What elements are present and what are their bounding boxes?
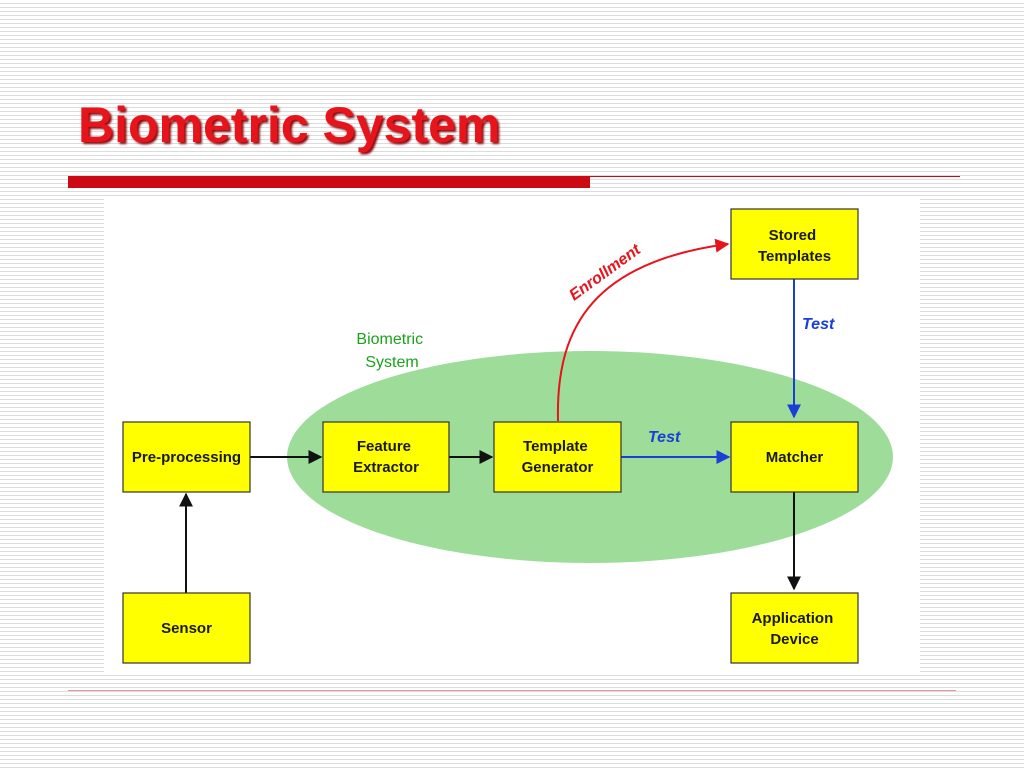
node-stored-templates: Stored Templates [730, 208, 859, 280]
node-label: Matcher [766, 449, 824, 466]
title-underline-rule [590, 176, 960, 177]
node-label: Feature [357, 438, 411, 455]
svg-text:Feature Extractor: Feature Extractor [353, 438, 419, 476]
node-feature-extractor: Feature Extractor [322, 421, 450, 493]
node-label: Application [752, 610, 834, 627]
biometric-system-label-line: System [365, 354, 418, 371]
diagram-canvas: Biometric System Enrollment Test Test Pr… [122, 208, 893, 664]
node-label: Generator [522, 459, 594, 476]
node-label: Sensor [161, 620, 212, 637]
svg-text:Template Generator: Template Generator [522, 438, 594, 476]
biometric-system-label: Biometric System [356, 331, 427, 371]
node-label: Extractor [353, 459, 419, 476]
node-application-device: Application Device [730, 592, 859, 664]
edge-enrollment-template-generator-to-stored-templates [556, 238, 730, 422]
svg-text:Sensor: Sensor [161, 620, 212, 637]
footer-rule [68, 690, 956, 691]
node-label: Device [770, 631, 818, 648]
test-label-horizontal: Test [648, 429, 681, 446]
node-matcher: Matcher [730, 421, 859, 493]
node-label: Stored [769, 227, 817, 244]
svg-text:Stored Templates: Stored Templates [758, 227, 831, 265]
test-label-vertical: Test [802, 316, 835, 333]
node-label: Template [523, 438, 588, 455]
node-template-generator: Template Generator [493, 421, 622, 493]
svg-text:Application Device: Application Device [752, 610, 838, 648]
svg-text:Matcher: Matcher [766, 449, 824, 466]
node-label: Templates [758, 248, 831, 265]
title-underline-bar [68, 176, 590, 188]
node-preprocessing: Pre-processing [122, 421, 251, 493]
slide-title: Biometric System [78, 97, 501, 153]
svg-text:Pre-processing: Pre-processing [132, 449, 241, 466]
biometric-system-label-line: Biometric [356, 331, 423, 348]
node-sensor: Sensor [122, 592, 251, 664]
node-label: Pre-processing [132, 449, 241, 466]
biometric-diagram: Biometric System Enrollment Test Test Pr… [104, 197, 920, 673]
